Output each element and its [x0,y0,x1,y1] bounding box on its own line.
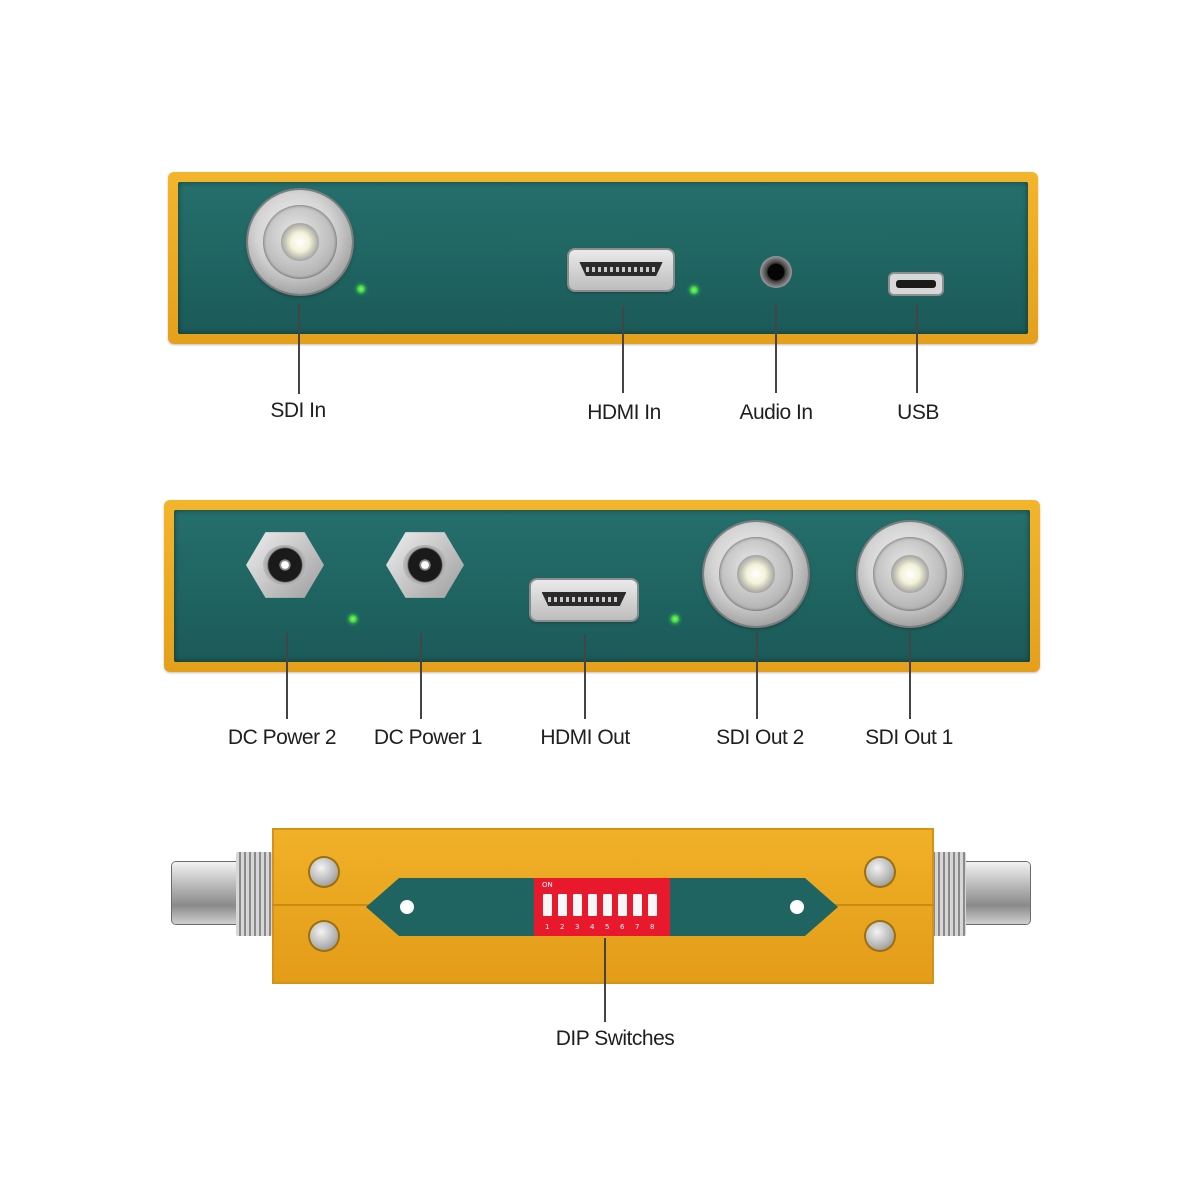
usb-port [890,274,942,294]
left-bnc-barrel [172,862,244,924]
hdmi-out-connector [531,580,637,620]
dip-number-7: 7 [635,923,640,931]
dip-switch-8[interactable] [648,894,657,916]
screw-bottom-left [310,922,338,950]
screw-top-right [866,858,894,886]
sdi-out-2-leader [756,632,758,719]
sdi-in-leader [298,304,300,394]
sdi-out-2-pin [737,555,775,593]
dc-power-2-socket [263,545,307,585]
label-usb: USB [897,401,939,424]
hdmi-in-pins [585,266,657,272]
dip-on-label: ON [542,881,553,889]
label-dc-power-2: DC Power 2 [227,726,337,749]
dip-number-1: 1 [545,923,550,931]
dc-power-led [349,615,357,623]
left-bnc-nut [236,852,272,936]
label-sdi-in: SDI In [270,399,326,422]
dip-number-4: 4 [590,923,595,931]
label-hdmi-out: HDMI Out [540,726,630,749]
dip-switch-1[interactable] [543,894,552,916]
dip-switch-6[interactable] [618,894,627,916]
usb-slot [896,280,936,288]
label-audio-in: Audio In [739,401,813,424]
label-sdi-out-1: SDI Out 1 [865,726,953,749]
dip-switch-5[interactable] [603,894,612,916]
dc-power-2-leader [286,633,288,719]
screw-bottom-right [866,922,894,950]
audio-in-leader [775,305,777,393]
right-bnc-barrel [958,862,1030,924]
label-dip-switches: DIP Switches [555,1027,675,1050]
sdi-out-2-connector [704,522,808,626]
sdi-out-1-leader [909,632,911,719]
sdi-out-1-pin [891,555,929,593]
dip-switch-7[interactable] [633,894,642,916]
hdmi-out-led [671,615,679,623]
dc-power-1-leader [420,633,422,719]
dip-number-5: 5 [605,923,610,931]
dip-switch-3[interactable] [573,894,582,916]
usb-leader [916,305,918,393]
dip-switches-leader [604,938,606,1022]
dip-switch-2[interactable] [558,894,567,916]
dip-number-2: 2 [560,923,565,931]
window-hole-right [790,900,804,914]
hdmi-in-leader [622,305,624,393]
dip-switch-4[interactable] [588,894,597,916]
hdmi-out-pins [547,596,621,602]
dip-switch-block: ON 1 2 3 4 5 6 7 8 [534,878,670,936]
audio-in-jack [760,256,792,288]
dip-number-8: 8 [650,923,655,931]
sdi-in-led [357,285,365,293]
sdi-out-1-connector [858,522,962,626]
window-hole-left [400,900,414,914]
hdmi-out-leader [584,634,586,719]
screw-top-left [310,858,338,886]
sdi-in-pin [281,223,319,261]
label-dc-power-1: DC Power 1 [373,726,483,749]
hdmi-in-connector [569,250,673,290]
dc-power-1-socket [403,545,447,585]
dip-number-6: 6 [620,923,625,931]
label-sdi-out-2: SDI Out 2 [716,726,804,749]
dip-number-3: 3 [575,923,580,931]
sdi-in-connector [248,190,352,294]
label-hdmi-in: HDMI In [587,401,661,424]
hdmi-in-led [690,286,698,294]
right-bnc-nut [930,852,966,936]
